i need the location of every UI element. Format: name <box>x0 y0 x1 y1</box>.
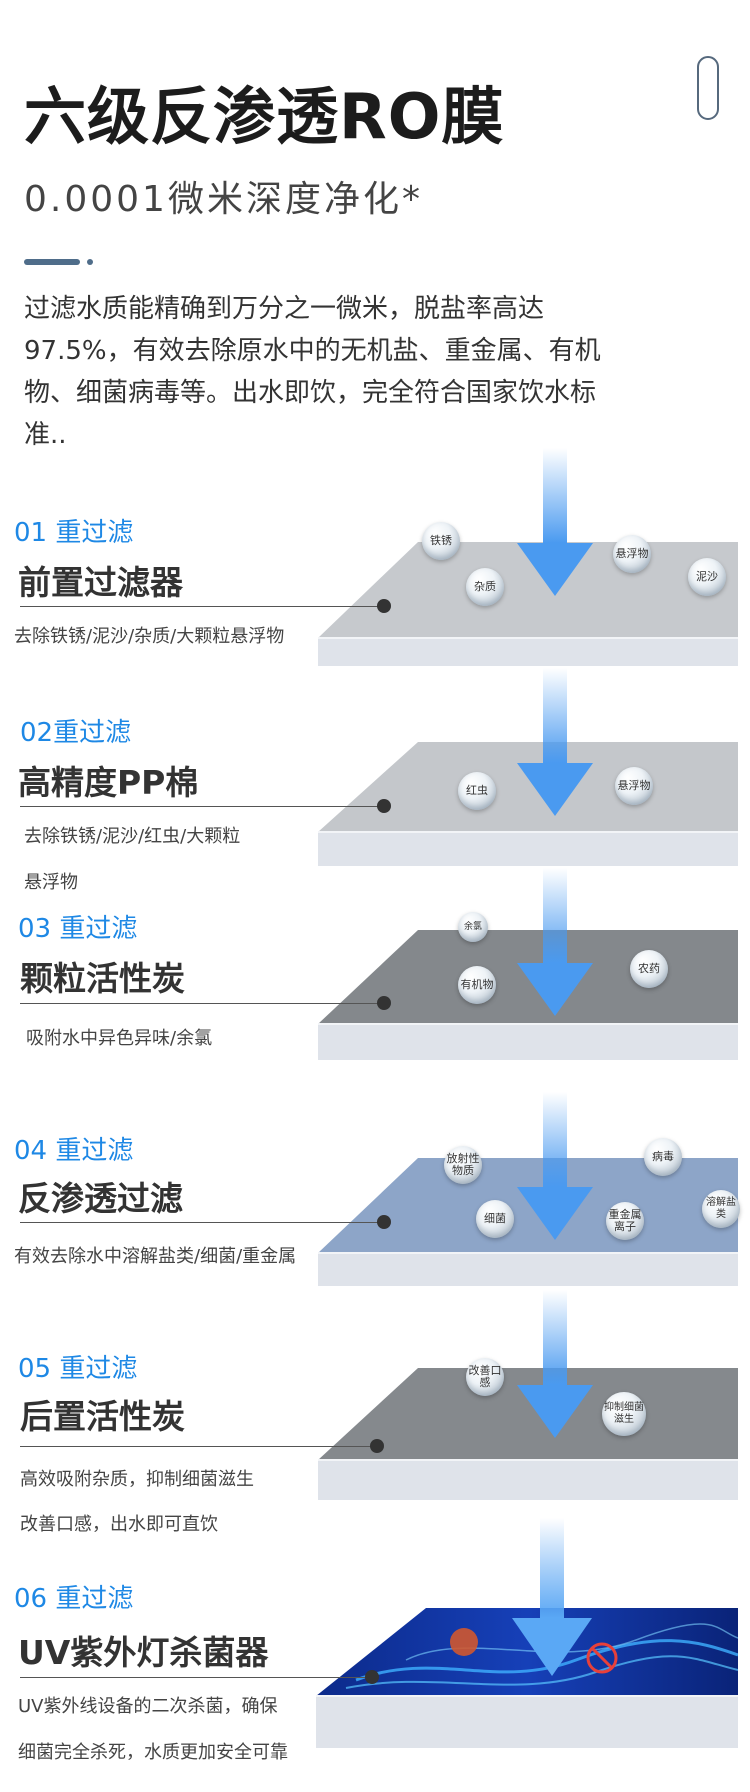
step-title: 颗粒活性炭 <box>20 959 185 998</box>
particle-bubble: 农药 <box>630 950 668 988</box>
particle-bubble: 有机物 <box>458 966 496 1004</box>
particle-bubble: 余氯 <box>458 912 488 942</box>
step-description: 改善口感，出水即可直饮 <box>20 1514 218 1535</box>
divider-dash <box>24 259 80 265</box>
flow-arrow-icon <box>517 1290 593 1438</box>
pointer-dot <box>365 1670 379 1684</box>
filter-layer-2 <box>318 742 738 866</box>
particle-bubble: 铁锈 <box>422 522 460 560</box>
pointer-line <box>20 1446 382 1447</box>
page-title: 六级反渗透RO膜 <box>24 80 505 153</box>
step-number: 03 重过滤 <box>18 914 138 944</box>
particle-bubble: 病毒 <box>644 1138 682 1176</box>
step-title: 高精度PP棉 <box>18 763 199 802</box>
flow-arrow-icon <box>517 868 593 1016</box>
flow-arrow-icon <box>517 1092 593 1240</box>
uv-lamp-layer <box>316 1608 738 1748</box>
flow-arrow-icon <box>512 1518 592 1676</box>
pointer-line <box>20 1677 372 1678</box>
step-description: 吸附水中异色异味/余氯 <box>26 1028 213 1049</box>
step-description: 有效去除水中溶解盐类/细菌/重金属 <box>14 1246 297 1267</box>
particle-bubble: 抑制细菌滋生 <box>602 1392 646 1436</box>
particle-bubble: 悬浮物 <box>615 767 653 805</box>
pointer-line <box>20 1003 382 1004</box>
flow-arrow-icon <box>517 668 593 816</box>
step-description: UV紫外线设备的二次杀菌，确保 <box>18 1696 278 1717</box>
step-number: 05 重过滤 <box>18 1354 138 1384</box>
pointer-dot <box>377 599 391 613</box>
particle-bubble: 溶解盐类 <box>702 1190 740 1228</box>
particle-bubble: 红虫 <box>458 772 496 810</box>
step-title: 前置过滤器 <box>18 563 183 602</box>
step-number: 02重过滤 <box>20 718 132 748</box>
pointer-line <box>20 606 382 607</box>
divider-dot <box>87 259 93 265</box>
pointer-line <box>20 1222 382 1223</box>
step-title: 反渗透过滤 <box>18 1179 183 1218</box>
step-description: 去除铁锈/泥沙/红虫/大颗粒 <box>24 826 241 847</box>
pointer-dot <box>377 799 391 813</box>
step-number: 06 重过滤 <box>14 1584 134 1614</box>
pointer-dot <box>377 1215 391 1229</box>
step-description: 细菌完全杀死，水质更加安全可靠 <box>18 1742 288 1763</box>
pointer-dot <box>377 996 391 1010</box>
step-number: 04 重过滤 <box>14 1136 134 1166</box>
filter-layer-5 <box>318 1368 738 1500</box>
particle-bubble: 改善口感 <box>466 1358 504 1396</box>
page-subtitle: 0.0001微米深度净化* <box>24 179 423 220</box>
particle-bubble: 重金属离子 <box>606 1202 644 1240</box>
flow-arrow-icon <box>517 448 593 596</box>
scroll-indicator-icon <box>697 56 719 120</box>
particle-bubble: 悬浮物 <box>613 535 651 573</box>
step-description: 悬浮物 <box>24 872 78 893</box>
step-description: 去除铁锈/泥沙/杂质/大颗粒悬浮物 <box>14 626 285 647</box>
step-description: 高效吸附杂质，抑制细菌滋生 <box>20 1469 254 1490</box>
particle-bubble: 泥沙 <box>688 558 726 596</box>
step-number: 01 重过滤 <box>14 518 134 548</box>
intro-text: 过滤水质能精确到万分之一微米，脱盐率高达97.5%，有效去除原水中的无机盐、重金… <box>24 294 601 450</box>
pointer-dot <box>370 1439 384 1453</box>
particle-bubble: 放射性物质 <box>444 1146 482 1184</box>
particle-bubble: 杂质 <box>466 568 504 606</box>
step-title: 后置活性炭 <box>20 1397 185 1436</box>
step-title: UV紫外灯杀菌器 <box>18 1633 269 1672</box>
pointer-line <box>20 806 382 807</box>
particle-bubble: 细菌 <box>476 1200 514 1238</box>
